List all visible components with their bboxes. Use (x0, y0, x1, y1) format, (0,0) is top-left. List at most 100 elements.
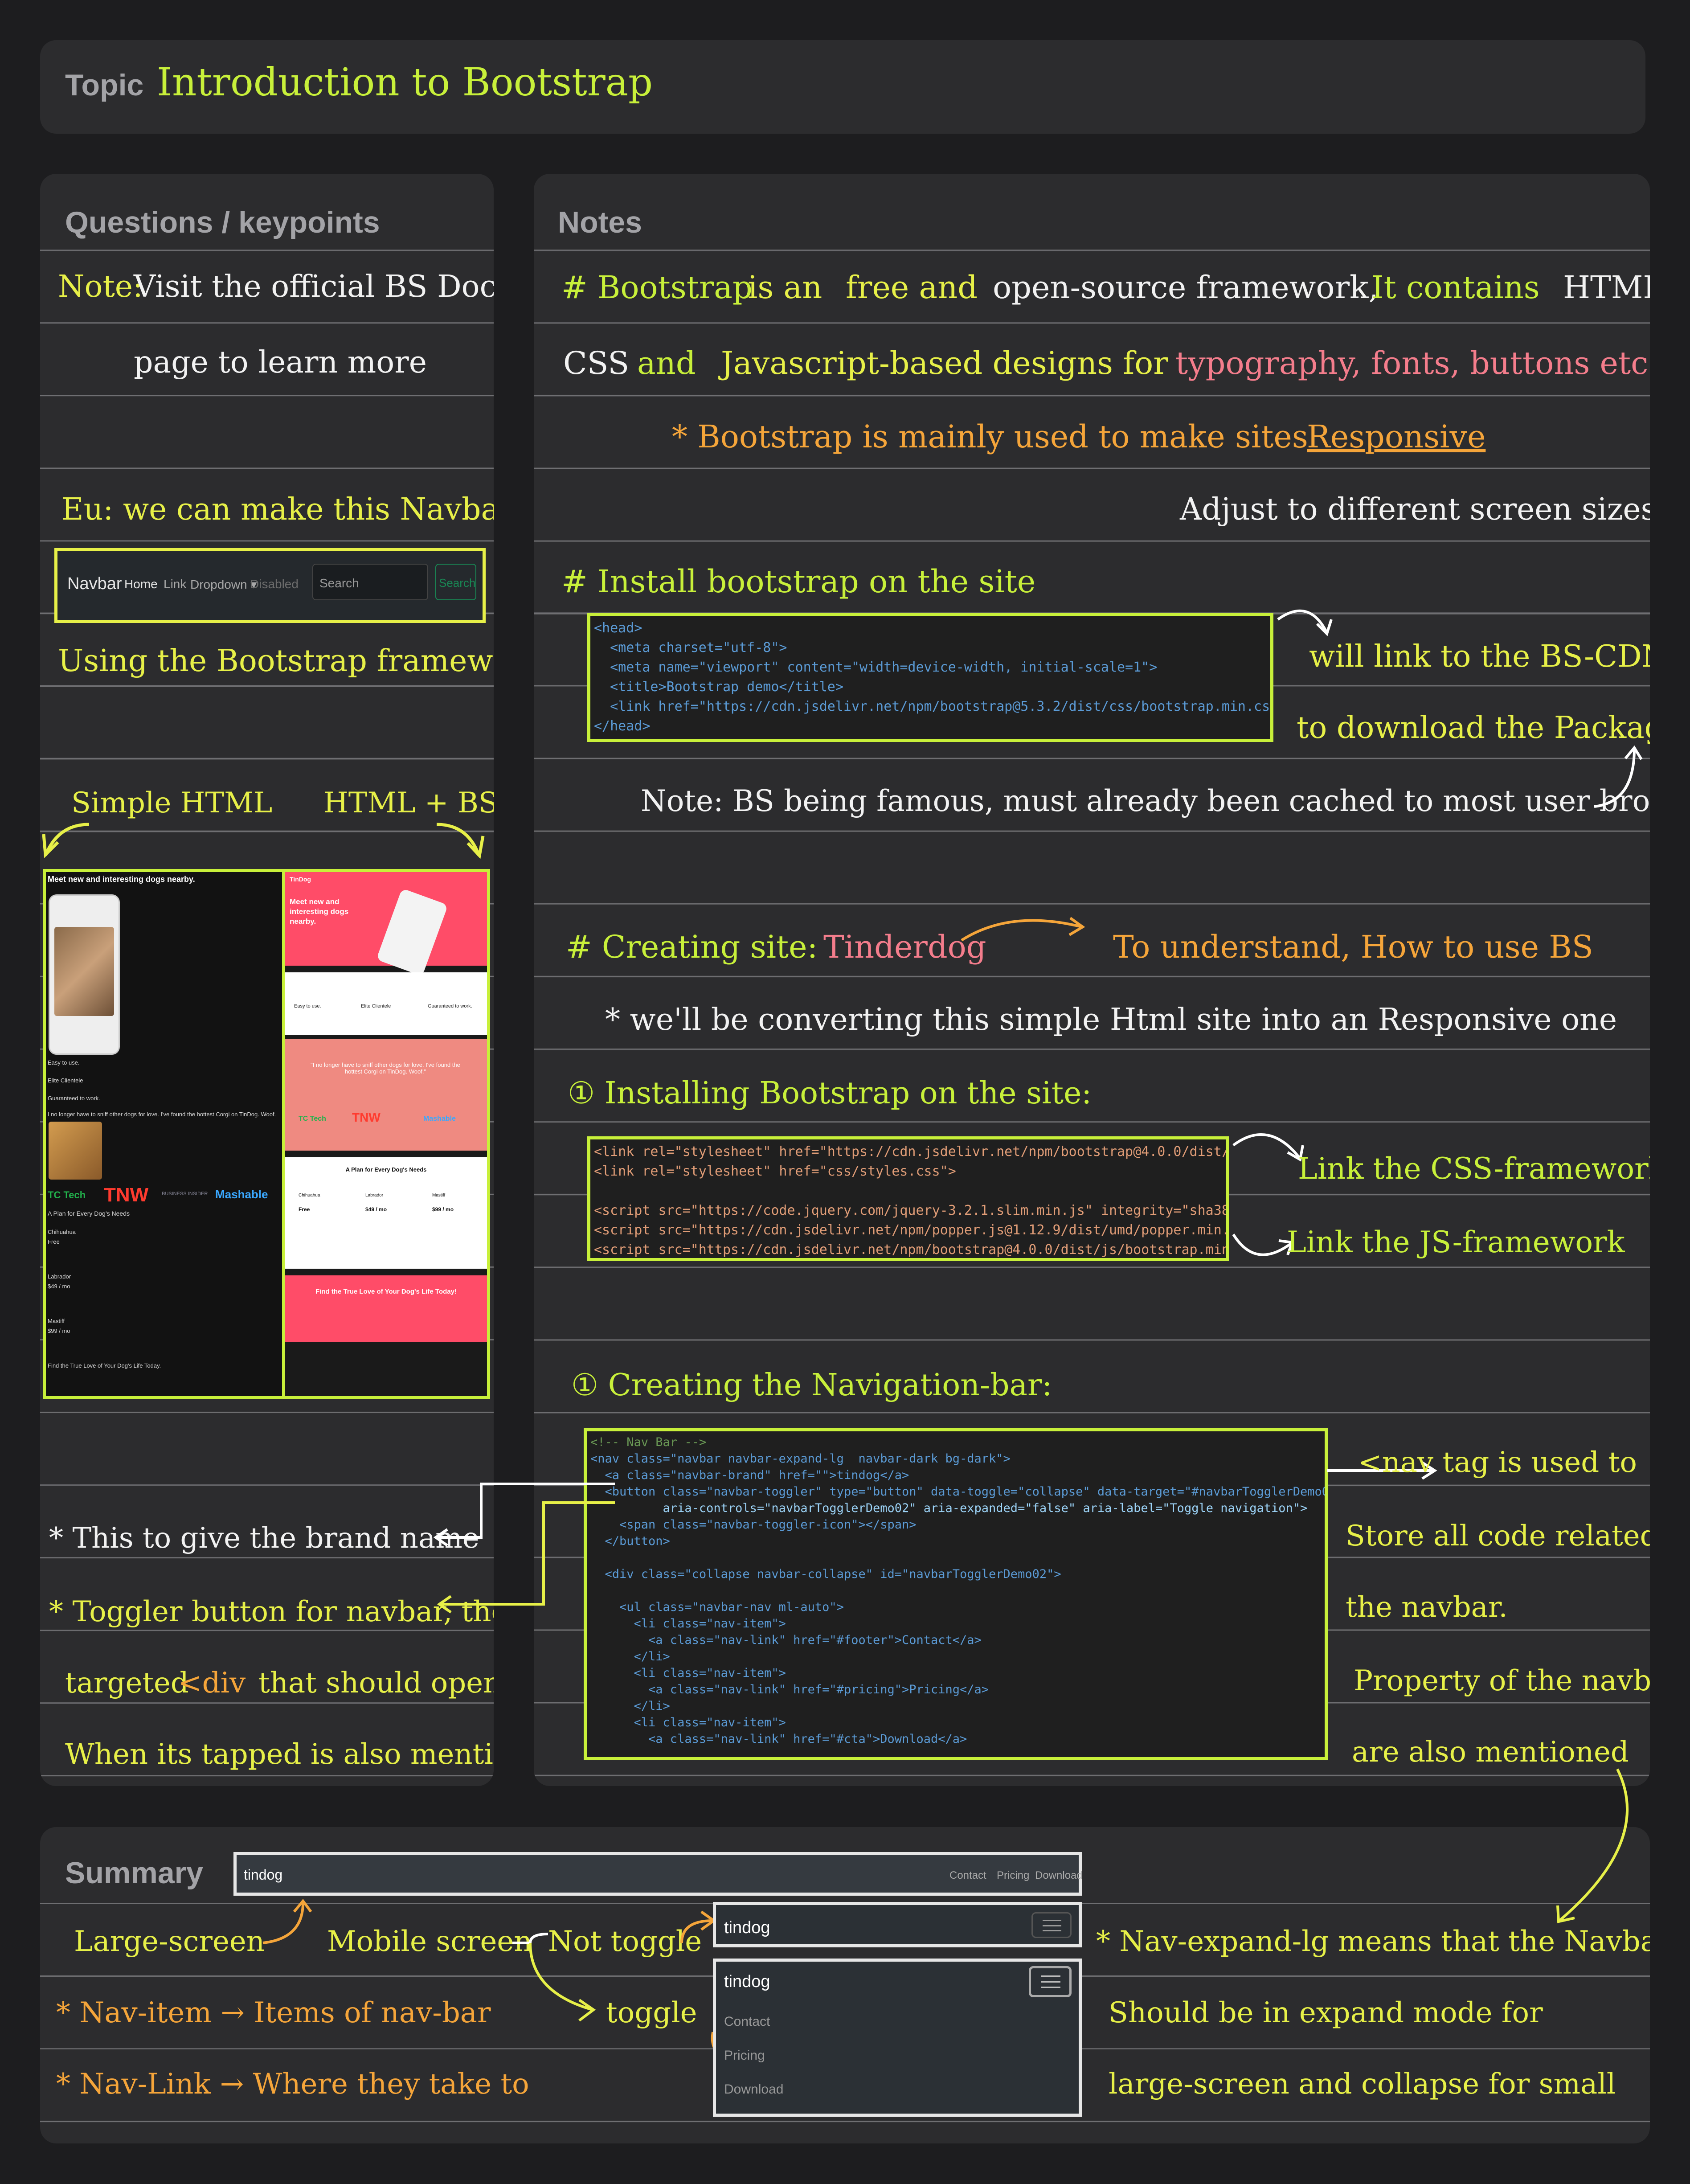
navbar-demo-search-input[interactable]: Search (312, 564, 428, 600)
code-head-line-2: <meta charset="utf-8"> (594, 640, 787, 656)
expand-line3: large-screen and collapse for small (1109, 2068, 1616, 2101)
toggler-line2-a: targeted (65, 1667, 189, 1700)
questions-panel: Questions / keypoints Note: Visit the of… (40, 174, 494, 1786)
note-p3: * Bootstrap is mainly used to make sites (672, 418, 1308, 455)
code-nav-line-17: </li> (590, 1699, 670, 1713)
code-nav-line-8 (590, 1549, 1321, 1566)
nav-link-note: * Nav-Link → Where they take to (56, 2068, 529, 2101)
note-p4: Adjust to different screen sizes (1180, 492, 1650, 527)
install-title: # Install bootstrap on the site (561, 563, 1036, 600)
code-head-line-4: <title>Bootstrap demo</title> (594, 679, 843, 695)
large-nav-link-download[interactable]: Download (1035, 1869, 1083, 1881)
large-nav-brand[interactable]: tindog (244, 1867, 283, 1883)
navbar-demo-link-link[interactable]: Link (164, 577, 187, 591)
large-screen-navbar: tindog Contact Pricing Download (233, 1852, 1083, 1896)
simple-site-item-5: A Plan for Every Dog's Needs (48, 1210, 130, 1217)
note-p1-html: HTML, (1563, 269, 1650, 306)
code-head-line-1: <head> (594, 620, 642, 636)
code-nav-line-1: <!-- Nav Bar --> (590, 1435, 707, 1449)
simple-html-label: Simple HTML (71, 787, 273, 820)
mobile-screen-label: Mobile screen (327, 1925, 532, 1958)
installing-title: ① Installing Bootstrap on the site: (568, 1076, 1092, 1111)
curve-arrow-left-icon (42, 823, 485, 859)
bs-site-logo-tnw: TNW (352, 1110, 381, 1124)
bs-site-cta-text: Find the True Love of Your Dog's Life To… (315, 1288, 457, 1295)
note-p2-css: CSS (563, 345, 630, 381)
bs-site-quote-text: "I no longer have to sniff other dogs fo… (311, 1061, 460, 1075)
bs-site-price-2: $49 / mo (365, 1206, 387, 1213)
code-links-line-4: <script src="https://code.jquery.com/jqu… (594, 1203, 1229, 1218)
nav-tag-line1: <nav tag is used to (1358, 1446, 1637, 1479)
large-nav-link-pricing[interactable]: Pricing (997, 1869, 1030, 1881)
mobile-toggler-button[interactable] (1031, 1912, 1072, 1938)
open-nav-link-contact[interactable]: Contact (724, 2014, 770, 2029)
navbar-demo-link-home[interactable]: Home (124, 577, 158, 591)
navbar-demo-brand[interactable]: Navbar (67, 574, 122, 593)
simple-site-logo-tnw: TNW (104, 1184, 149, 1206)
site-comparison: Meet new and interesting dogs nearby. Ea… (43, 869, 490, 1399)
simple-site-item-6: Chihuahua (48, 1229, 76, 1235)
mobile-navbar-open: tindog Contact Pricing Download (713, 1959, 1082, 2117)
code-links-line-5: <script src="https://cdn.jsdelivr.net/np… (594, 1222, 1229, 1238)
topic-label: Topic (65, 68, 144, 102)
curve-arrow-css-icon (1232, 1133, 1304, 1162)
navbar-demo-search-button[interactable]: Search (435, 564, 476, 600)
link-css-label: Link the CSS-framework (1298, 1151, 1650, 1186)
creating-nav-title: ① Creating the Navigation-bar: (571, 1368, 1052, 1403)
code-nav-line-4: <button class="navbar-toggler" type="but… (590, 1485, 1328, 1499)
navbar-demo-link-dropdown[interactable]: Dropdown ▾ (190, 578, 257, 591)
bs-site-hero-text: Meet new and interesting dogs nearby. (290, 897, 349, 926)
dog-photo-1 (54, 927, 114, 1016)
simple-site-item-11: $99 / mo (48, 1328, 70, 1334)
open-nav-link-download[interactable]: Download (724, 2082, 784, 2097)
bs-site-plan-2: Labrador (365, 1193, 384, 1198)
brand-note: * This to give the brand name (49, 1522, 479, 1555)
code-head: <head> <meta charset="utf-8"> <meta name… (587, 613, 1273, 742)
simple-site: Meet new and interesting dogs nearby. Ea… (46, 872, 282, 1396)
simple-site-item-4: I no longer have to sniff other dogs for… (48, 1111, 276, 1118)
summary-panel: Summary tindog Contact Pricing Download … (40, 1827, 1650, 2143)
code-head-line-6: </head> (594, 718, 651, 734)
navbar-demo: Navbar Home Link Dropdown ▾ Disabled Sea… (54, 548, 486, 623)
toggler-line3: When its tapped is also mentioned (65, 1738, 494, 1771)
bs-site: TinDog Meet new and interesting dogs nea… (285, 872, 487, 1396)
note-p2-and: and (637, 345, 696, 381)
code-links-line-3 (594, 1181, 1222, 1201)
large-nav-link-contact[interactable]: Contact (949, 1869, 986, 1881)
code-links-line-2: <link rel="stylesheet" href="css/styles.… (594, 1164, 956, 1179)
arrow-large-screen-icon (262, 1899, 312, 1944)
open-nav-brand[interactable]: tindog (724, 1972, 770, 1991)
bs-site-feature-3: Guaranteed to work. (428, 1004, 472, 1009)
bs-site-phone (376, 888, 448, 976)
simple-site-item-8: Labrador (48, 1273, 71, 1280)
curve-arrow-expand-icon (1556, 1768, 1629, 1923)
note-p2-js: Javascript-based designs for (721, 345, 1168, 381)
nav-tag-line2: Store all code related to (1346, 1520, 1650, 1553)
open-toggler-button[interactable] (1029, 1966, 1072, 1997)
code-nav-line-6: <span class="navbar-toggler-icon"></span… (590, 1518, 917, 1532)
hamburger-open-icon (1041, 1975, 1060, 1988)
code-nav-line-3: <a class="navbar-brand" href="">tindog</… (590, 1468, 909, 1482)
nav-tag-line3: the navbar. (1346, 1591, 1508, 1624)
note-line1: Visit the official BS Doc (134, 269, 494, 304)
not-toggle-label: Not toggle (548, 1925, 702, 1958)
simple-site-phone (49, 894, 120, 1055)
dog-photo-2 (49, 1122, 102, 1180)
questions-title: Questions / keypoints (65, 205, 380, 239)
mobile-nav-brand[interactable]: tindog (724, 1918, 770, 1937)
curve-arrow-js-icon (1232, 1233, 1294, 1256)
note-p1-free: free and (846, 269, 978, 306)
note-p3-responsive: Responsive (1307, 418, 1486, 455)
creating-hash: # Creating site: (566, 929, 818, 965)
understand-label: To understand, How to use BS (1113, 929, 1593, 965)
arrow-mobile-icon (512, 1933, 596, 2022)
code-links-line-6: <script src="https://cdn.jsdelivr.net/np… (594, 1242, 1229, 1258)
note-p1-open: open-source framework, (993, 269, 1379, 306)
simple-site-item-10: Mastiff (48, 1318, 65, 1324)
toggler-line1: * Toggler button for navbar, the (49, 1595, 494, 1628)
note-prefix: Note: (58, 269, 143, 304)
bs-site-logo-tc: TC Tech (299, 1115, 326, 1123)
toggle-label: toggle (606, 1996, 697, 2029)
arrow-tindog-icon (961, 917, 1085, 942)
open-nav-link-pricing[interactable]: Pricing (724, 2048, 765, 2063)
